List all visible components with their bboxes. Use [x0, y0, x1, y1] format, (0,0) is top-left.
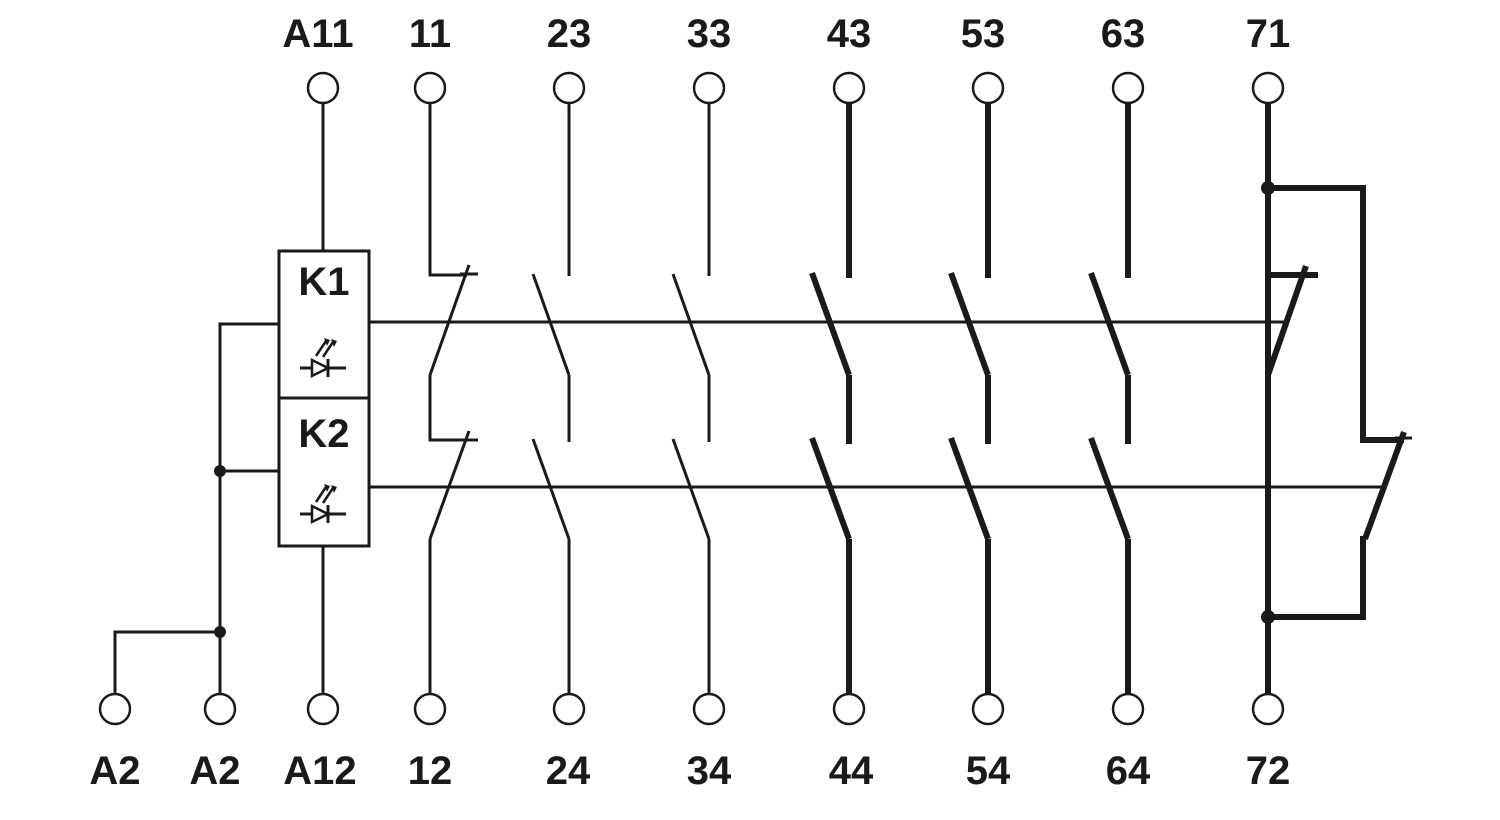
- terminal-label-54: 54: [966, 749, 1011, 793]
- terminal-A2-left: [98, 692, 132, 726]
- contact-71-72: [1261, 102, 1412, 694]
- top-terminals: [306, 71, 1285, 105]
- wire-common-A2: [218, 322, 279, 694]
- terminal-71: [1251, 71, 1285, 105]
- terminal-63: [1111, 71, 1145, 105]
- terminal-A11: [306, 71, 340, 105]
- terminal-11: [413, 71, 447, 105]
- terminal-23: [552, 71, 586, 105]
- led-diode-icon: [300, 484, 346, 525]
- junction-dot: [214, 465, 226, 477]
- terminal-33: [692, 71, 726, 105]
- led-diode-icon: [300, 338, 346, 379]
- terminal-label-A2-left: A2: [89, 749, 140, 793]
- terminal-64: [1111, 692, 1145, 726]
- terminal-label-33: 33: [687, 12, 732, 56]
- terminal-label-64: 64: [1106, 749, 1151, 793]
- contact-33-34: [671, 102, 711, 694]
- junction-dot: [214, 626, 226, 638]
- terminal-24: [552, 692, 586, 726]
- terminal-label-72: 72: [1246, 749, 1291, 793]
- terminal-label-44: 44: [829, 749, 874, 793]
- top-terminal-labels: A11 11 23 33 43 53 63 71: [282, 12, 1290, 56]
- bottom-terminal-labels: A2 A2 A12 12 24 34 44 54 64 72: [89, 749, 1290, 793]
- terminal-label-A12: A12: [283, 749, 356, 793]
- terminal-43: [832, 71, 866, 105]
- terminal-label-63: 63: [1101, 12, 1146, 56]
- terminal-54: [971, 692, 1005, 726]
- terminal-label-A2-right: A2: [189, 749, 240, 793]
- terminal-label-23: 23: [547, 12, 592, 56]
- terminal-label-24: 24: [546, 749, 591, 793]
- junction-dot: [1261, 181, 1275, 195]
- junction-dot: [1261, 610, 1275, 624]
- contact-23-24: [531, 102, 571, 694]
- contact-11-12: [428, 102, 478, 694]
- contact-53-54: [948, 102, 991, 694]
- wire-A2-bridge: [113, 630, 220, 694]
- terminal-A2-right: [203, 692, 237, 726]
- coil-wiring: [113, 102, 325, 694]
- terminal-label-A11: A11: [282, 12, 353, 56]
- relay-block: K1 K2: [277, 249, 371, 548]
- bottom-terminals: [98, 692, 1285, 726]
- contact-43-44: [809, 102, 852, 694]
- terminal-label-43: 43: [827, 12, 872, 56]
- relay-label-K1: K1: [298, 260, 349, 304]
- terminal-A12: [306, 692, 340, 726]
- terminal-53: [971, 71, 1005, 105]
- terminal-label-12: 12: [408, 749, 453, 793]
- terminal-label-34: 34: [687, 749, 732, 793]
- terminal-label-71: 71: [1246, 12, 1291, 56]
- terminal-34: [692, 692, 726, 726]
- terminal-label-53: 53: [961, 12, 1006, 56]
- contact-63-64: [1088, 102, 1131, 694]
- terminal-72: [1251, 692, 1285, 726]
- terminal-label-11: 11: [409, 12, 451, 56]
- terminal-44: [832, 692, 866, 726]
- actuator-linkage: [369, 320, 1385, 489]
- terminal-12: [413, 692, 447, 726]
- relay-label-K2: K2: [298, 412, 349, 456]
